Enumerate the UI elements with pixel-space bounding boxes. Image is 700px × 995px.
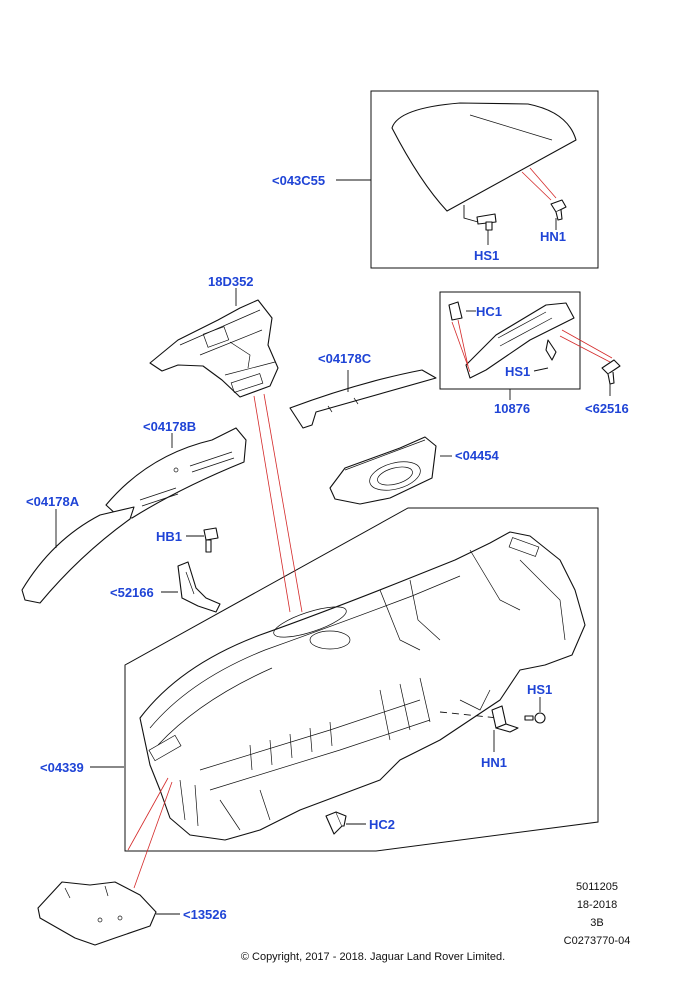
clip-62516-part xyxy=(601,359,621,385)
callout-04178B: <04178B xyxy=(143,419,196,434)
trim-04178A-part xyxy=(21,506,135,604)
trim-04178C-part xyxy=(289,369,437,429)
callout-13526: <13526 xyxy=(183,907,227,922)
callout-hb1: HB1 xyxy=(156,529,182,544)
nut-hn1-main-part xyxy=(491,705,519,733)
bracket-18D352-part xyxy=(149,299,279,398)
nut-hn1-top-part xyxy=(550,199,567,221)
copyright-notice: © Copyright, 2017 - 2018. Jaguar Land Ro… xyxy=(241,951,505,963)
callout-hs1-clip: HS1 xyxy=(505,364,530,379)
bolt-hb1-part xyxy=(203,527,219,553)
trim-panel-10876-part xyxy=(448,301,575,379)
windscreen-panel-frame xyxy=(370,90,599,269)
callout-hs1-main: HS1 xyxy=(527,682,552,697)
screw-hs1-top-part xyxy=(476,213,497,231)
ref-number: 5011205 xyxy=(576,881,618,893)
windscreen-panel-part xyxy=(391,102,577,223)
callout-hn1-top: HN1 xyxy=(540,229,566,244)
callout-043C55: <043C55 xyxy=(272,173,325,188)
callout-hc2: HC2 xyxy=(369,817,395,832)
instrument-panel-04339-part xyxy=(139,531,586,841)
callout-hn1-main: HN1 xyxy=(481,755,507,770)
callout-04339: <04339 xyxy=(40,760,84,775)
callout-04454: <04454 xyxy=(455,448,500,463)
callout-10876: 10876 xyxy=(494,401,530,416)
callout-62516: <62516 xyxy=(585,401,629,416)
drawing-code: C0273770-04 xyxy=(564,935,631,947)
callout-18D352: 18D352 xyxy=(208,274,254,289)
cover-13526-part xyxy=(37,881,157,946)
callout-hc1: HC1 xyxy=(476,304,502,319)
speaker-cover-04454-part xyxy=(329,436,437,505)
trim-04178B-part xyxy=(105,427,247,519)
model-year: 18-2018 xyxy=(577,899,617,911)
bracket-52166-part xyxy=(177,561,221,613)
screw-hs1-main-part xyxy=(524,712,546,724)
callout-04178C: <04178C xyxy=(318,351,372,366)
callout-hs1-top: HS1 xyxy=(474,248,499,263)
callout-52166: <52166 xyxy=(110,585,154,600)
main-assembly-frame xyxy=(124,507,599,852)
clip-hc2-part xyxy=(325,811,347,835)
section-code: 3B xyxy=(590,917,603,929)
callout-04178A: <04178A xyxy=(26,494,80,509)
